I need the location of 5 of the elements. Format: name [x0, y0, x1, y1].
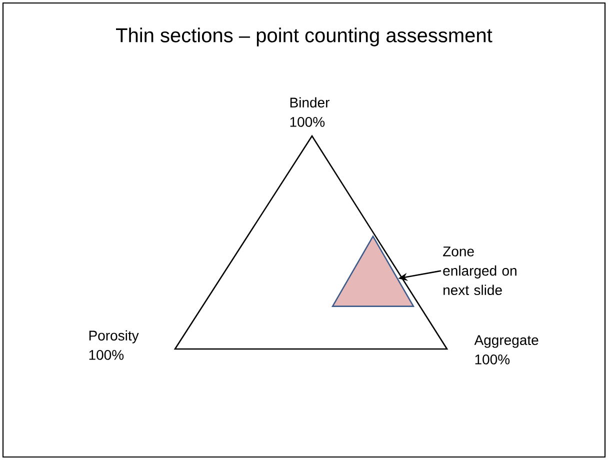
vertex-label: Porosity 100% — [89, 330, 139, 360]
title: Thin sections – point counting assessment — [116, 28, 492, 46]
vertex-label: Aggregate 100% — [474, 335, 538, 364]
vertex-label: Binder 100% — [290, 97, 330, 127]
callout-text: Zone enlarged on next slide — [443, 246, 516, 296]
